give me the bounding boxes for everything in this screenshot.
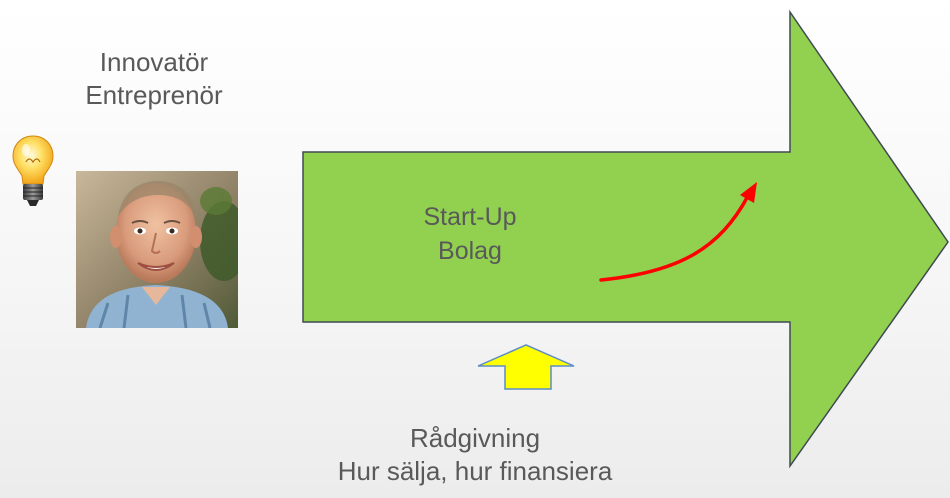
person-photo (76, 171, 238, 328)
startup-label: Start-Up Bolag (380, 200, 560, 268)
advice-line1: Rådgivning (409, 423, 541, 453)
advice-label: Rådgivning Hur sälja, hur finansiera (300, 422, 650, 488)
startup-line1: Start-Up (423, 203, 517, 231)
growth-curve (599, 194, 750, 282)
innovator-line1: Innovatör (99, 47, 209, 77)
advice-up-arrow (477, 344, 575, 390)
innovator-line2: Entreprenör (85, 80, 223, 110)
advice-line2: Hur sälja, hur finansiera (337, 456, 613, 486)
startup-line2: Bolag (438, 237, 502, 265)
startup-process-arrow (302, 9, 949, 469)
growth-curve-arrowhead (740, 182, 757, 203)
innovator-label: Innovatör Entreprenör (40, 46, 268, 112)
lightbulb-icon (12, 135, 54, 206)
